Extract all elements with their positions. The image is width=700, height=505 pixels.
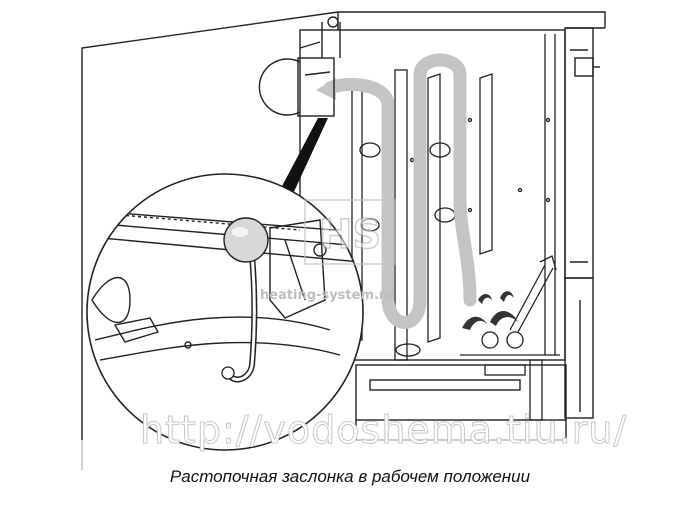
flue-gas-arrowhead — [316, 78, 336, 100]
hs-logo-watermark: HS — [304, 199, 396, 265]
flame-icon — [462, 291, 518, 330]
magnifier-detail — [86, 173, 364, 451]
zoom-pointer — [280, 118, 328, 196]
svg-text:HS: HS — [319, 212, 381, 258]
diagram-caption: Растопочная заслонка в рабочем положении — [169, 467, 531, 486]
firebox — [395, 255, 560, 421]
flue-gas-arrow-icon — [323, 53, 477, 329]
damper-housing — [258, 16, 341, 117]
boiler-body — [81, 11, 606, 470]
damper-handle-icon — [221, 217, 269, 383]
